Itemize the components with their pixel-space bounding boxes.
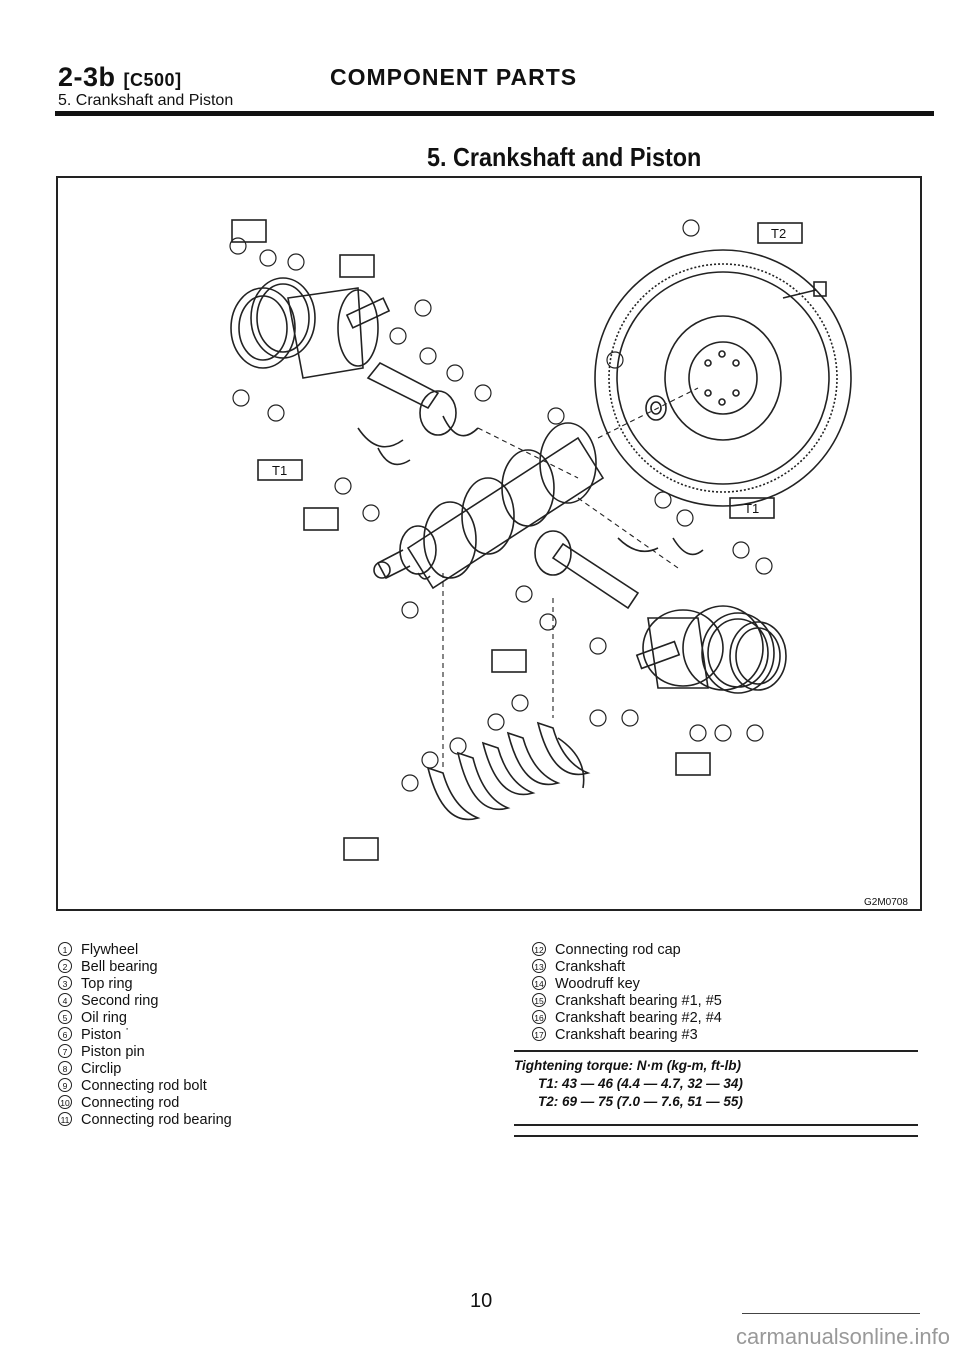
legend-number: 2 (58, 959, 72, 973)
torque-heading: Tightening torque: N·m (kg-m, ft-lb) (514, 1058, 741, 1073)
legend-label: Flywheel (81, 942, 139, 958)
main-bearings-drawing (426, 721, 591, 821)
legend-item-circlip: 8 Circlip (58, 1060, 121, 1078)
legend-item-connecting-rod: 10 Connecting rod (58, 1094, 179, 1112)
figure-title: 5. Crankshaft and Piston (427, 142, 702, 172)
legend-label: Piston ˙ (81, 1027, 131, 1043)
legend-label: Second ring (81, 993, 159, 1009)
legend-label: Circlip (81, 1061, 122, 1077)
footer-line (742, 1313, 920, 1314)
torque-t1: T1: 43 — 46 (4.4 — 4.7, 32 — 34) (538, 1076, 743, 1091)
legend-number: 11 (58, 1112, 72, 1126)
torque-tag-t2: T2 (771, 226, 787, 241)
legend-label: Connecting rod bolt (81, 1078, 207, 1094)
crankshaft-drawing (373, 422, 605, 590)
legend-item-connecting-rod-cap: 12 Connecting rod cap (532, 941, 681, 959)
legend-number: 15 (532, 993, 546, 1007)
legend-item-connecting-rod-bearing: 11 Connecting rod bearing (58, 1111, 232, 1129)
legend-label: Woodruff key (555, 976, 640, 992)
legend-item-connecting-rod-bolt: 9 Connecting rod bolt (58, 1077, 207, 1095)
legend-item-woodruff-key: 14 Woodruff key (532, 975, 640, 993)
legend-label: Piston pin (81, 1044, 145, 1060)
legend-item-flywheel: 1 Flywheel (58, 941, 138, 959)
header-rule (55, 111, 934, 116)
assembly-lines (442, 387, 699, 768)
section-code: 2-3b [C500] (58, 62, 182, 93)
legend-number: 7 (58, 1044, 72, 1058)
woodruff-key-drawing (417, 572, 431, 580)
breadcrumb: 5. Crankshaft and Piston (58, 92, 234, 109)
watermark-text: carmanualsonline.info (735, 1324, 950, 1349)
legend-number: 13 (532, 959, 546, 973)
page-header-title: COMPONENT PARTS (330, 64, 578, 90)
bell-bearing-drawing (645, 395, 667, 421)
legend-label: Oil ring (81, 1010, 127, 1026)
legend-item-crankshaft-bearing-3: 17 Crankshaft bearing #3 (532, 1026, 698, 1044)
legend-label: Connecting rod bearing (81, 1112, 232, 1128)
torque-rule-top (514, 1135, 918, 1137)
legend-label: Connecting rod (81, 1095, 180, 1111)
legend-number: 9 (58, 1078, 72, 1092)
legend-number: 6 (58, 1027, 72, 1041)
torque-t2: T2: 69 — 75 (7.0 — 7.6, 51 — 55) (538, 1094, 743, 1109)
right-piston-drawing (635, 605, 787, 694)
legend-number: 14 (532, 976, 546, 990)
torque-tag-t1-left: T1 (272, 463, 288, 478)
legend-item-crankshaft-bearing-2-4: 16 Crankshaft bearing #2, #4 (532, 1009, 722, 1027)
legend-label: Top ring (81, 976, 133, 992)
wrench-boxes (231, 219, 711, 861)
legend-number: 10 (58, 1095, 72, 1109)
legend-label: Bell bearing (81, 959, 158, 975)
legend-item-bell-bearing: 2 Bell bearing (58, 958, 158, 976)
legend-label: Connecting rod cap (555, 942, 681, 958)
legend-label: Crankshaft (555, 959, 626, 975)
torque-tag-t1-right: T1 (744, 501, 760, 516)
torque-rule-upper (514, 1050, 918, 1052)
figure-frame: T2 T1 T1 (56, 176, 922, 911)
legend-number: 16 (532, 1010, 546, 1024)
exploded-view-illustration (229, 219, 852, 861)
page-number: 10 (470, 1290, 493, 1312)
legend-number: 8 (58, 1061, 72, 1075)
legend-item-crankshaft: 13 Crankshaft (532, 958, 625, 976)
legend-label: Crankshaft bearing #2, #4 (555, 1010, 722, 1026)
legend-item-oil-ring: 5 Oil ring (58, 1009, 127, 1027)
flywheel-drawing (594, 249, 852, 507)
right-connecting-rod-drawing (534, 530, 704, 610)
legend-item-piston-pin: 7 Piston pin (58, 1043, 145, 1061)
figure-code: G2M0708 (864, 897, 908, 908)
left-connecting-rod-drawing (357, 361, 479, 466)
torque-rule-lower (514, 1124, 918, 1126)
callouts (229, 219, 773, 792)
flywheel-bolt-drawing (782, 281, 827, 299)
legend-number: 1 (58, 942, 72, 956)
legend-number: 4 (58, 993, 72, 1007)
legend-item-crankshaft-bearing-1-5: 15 Crankshaft bearing #1, #5 (532, 992, 722, 1010)
legend-item-second-ring: 4 Second ring (58, 992, 158, 1010)
legend-number: 3 (58, 976, 72, 990)
legend-label: Crankshaft bearing #3 (555, 1027, 698, 1043)
legend-number: 5 (58, 1010, 72, 1024)
legend-label: Crankshaft bearing #1, #5 (555, 993, 722, 1009)
section-ref-code: [C500] (123, 70, 182, 90)
section-number: 2-3b (58, 62, 116, 92)
legend-number: 12 (532, 942, 546, 956)
legend-number: 17 (532, 1027, 546, 1041)
torque-tag-boxes (257, 222, 803, 519)
legend-item-top-ring: 3 Top ring (58, 975, 133, 993)
legend-item-piston: 6 Piston ˙ (58, 1026, 130, 1044)
left-piston-drawing (230, 277, 391, 379)
